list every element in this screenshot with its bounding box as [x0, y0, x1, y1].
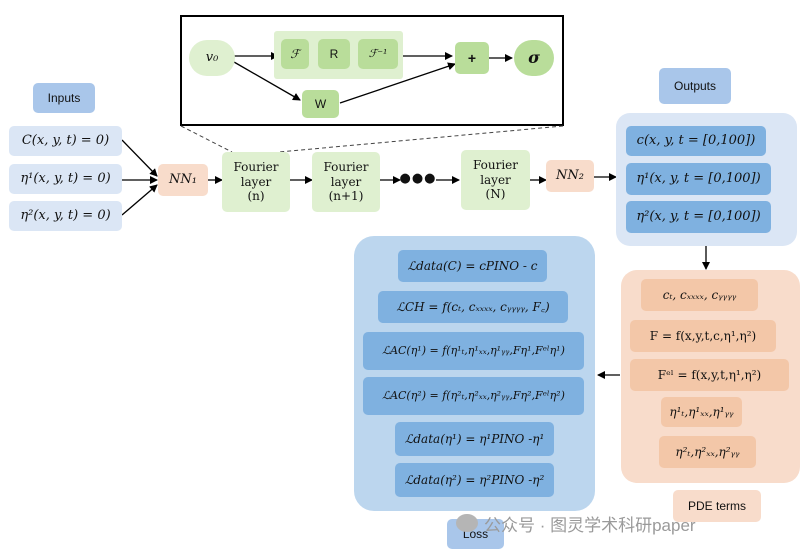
pde-fel-term: Fᵉˡ = f(x,y,t,η¹,η²)	[630, 359, 789, 391]
pde-c-derivatives: cₜ, cₓₓₓₓ, cᵧᵧᵧᵧ	[641, 279, 758, 311]
zoom-line-left	[180, 125, 233, 153]
fourier-transform-block: ℱ	[281, 39, 309, 69]
output-c: c(x, y, t = [0,100])	[626, 126, 766, 156]
pde-terms-title: PDE terms	[673, 490, 761, 522]
loss-ac-eta1: ℒAC(η¹) = f(η¹ₜ,η¹ₓₓ,η¹ᵧᵧ,Fη¹,Fᵉˡη¹)	[363, 332, 584, 370]
pde-eta2-derivatives: η²ₜ,η²ₓₓ,η²ᵧᵧ	[659, 436, 756, 468]
input-eta2: η²(x, y, t) = 0)	[9, 201, 122, 231]
w-block: W	[302, 90, 339, 118]
output-eta1: η¹(x, y, t = [0,100])	[626, 163, 771, 195]
fourier-layer-n: Fourier layer (n)	[222, 152, 290, 212]
fourier-detail-frame	[180, 15, 564, 126]
loss-ac-eta2: ℒAC(η²) = f(η²ₜ,η²ₓₓ,η²ᵧᵧ,Fη²,Fᵉˡη²)	[363, 377, 584, 415]
nn2-block: NN₂	[546, 160, 594, 192]
ellipsis-dots: ●●●	[399, 171, 437, 187]
chat-bubble-icon	[456, 514, 478, 532]
pde-eta1-derivatives: η¹ₜ,η¹ₓₓ,η¹ᵧᵧ	[661, 397, 742, 427]
watermark: 公众号 · 图灵学术科研paper	[456, 510, 696, 536]
inputs-title: Inputs	[33, 83, 95, 113]
loss-data-eta2: ℒdata(η²) = η²PINO -η²	[395, 463, 554, 497]
input-c: C(x, y, t) = 0)	[9, 126, 122, 156]
inverse-fourier-block: ℱ⁻¹	[358, 39, 398, 69]
r-block: R	[318, 39, 350, 69]
fourier-layer-n-plus-1: Fourier layer (n+1)	[312, 152, 380, 212]
pde-f-term: F = f(x,y,t,c,η¹,η²)	[630, 320, 776, 352]
v0-node: v₀	[189, 40, 235, 76]
sigma-node: σ	[514, 40, 554, 76]
watermark-text: 公众号 · 图灵学术科研paper	[484, 515, 696, 535]
loss-data-eta1: ℒdata(η¹) = η¹PINO -η¹	[395, 422, 554, 456]
output-eta2: η²(x, y, t = [0,100])	[626, 201, 771, 233]
input-eta1: η¹(x, y, t) = 0)	[9, 164, 122, 194]
fourier-layer-N: Fourier layer (N)	[461, 150, 530, 210]
loss-title: Loss	[447, 519, 504, 549]
loss-ch: ℒCH = f(cₜ, cₓₓₓₓ, cᵧᵧᵧᵧ, F꜀)	[378, 291, 568, 323]
plus-node: +	[455, 42, 489, 74]
zoom-line-right	[278, 125, 564, 153]
outputs-title: Outputs	[659, 68, 731, 104]
loss-data-c: ℒdata(C) = cPINO - c	[398, 250, 547, 282]
nn1-block: NN₁	[158, 164, 208, 196]
v0-label: v₀	[205, 50, 219, 66]
